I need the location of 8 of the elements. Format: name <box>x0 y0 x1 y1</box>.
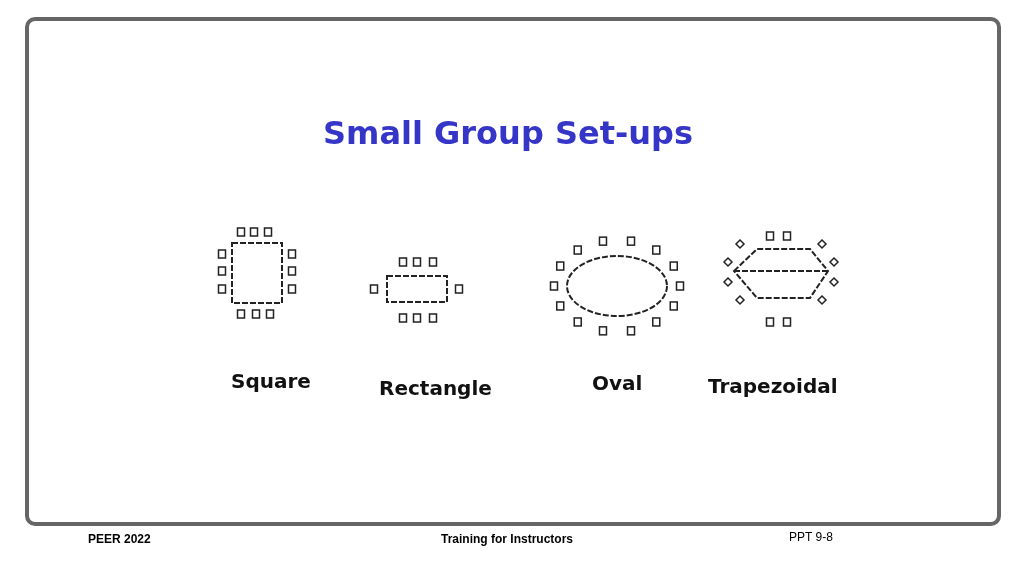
slide-title: Small Group Set-ups <box>322 114 694 152</box>
footer-text: Training for Instructors <box>441 532 573 546</box>
slide-number: PPT 9-8 <box>789 530 833 544</box>
footer-text: PEER 2022 <box>88 532 151 546</box>
setup-label: Oval <box>592 371 643 395</box>
setup-label: Square <box>231 369 311 393</box>
setup-label: Rectangle <box>379 376 492 400</box>
setup-label: Trapezoidal <box>708 374 838 398</box>
